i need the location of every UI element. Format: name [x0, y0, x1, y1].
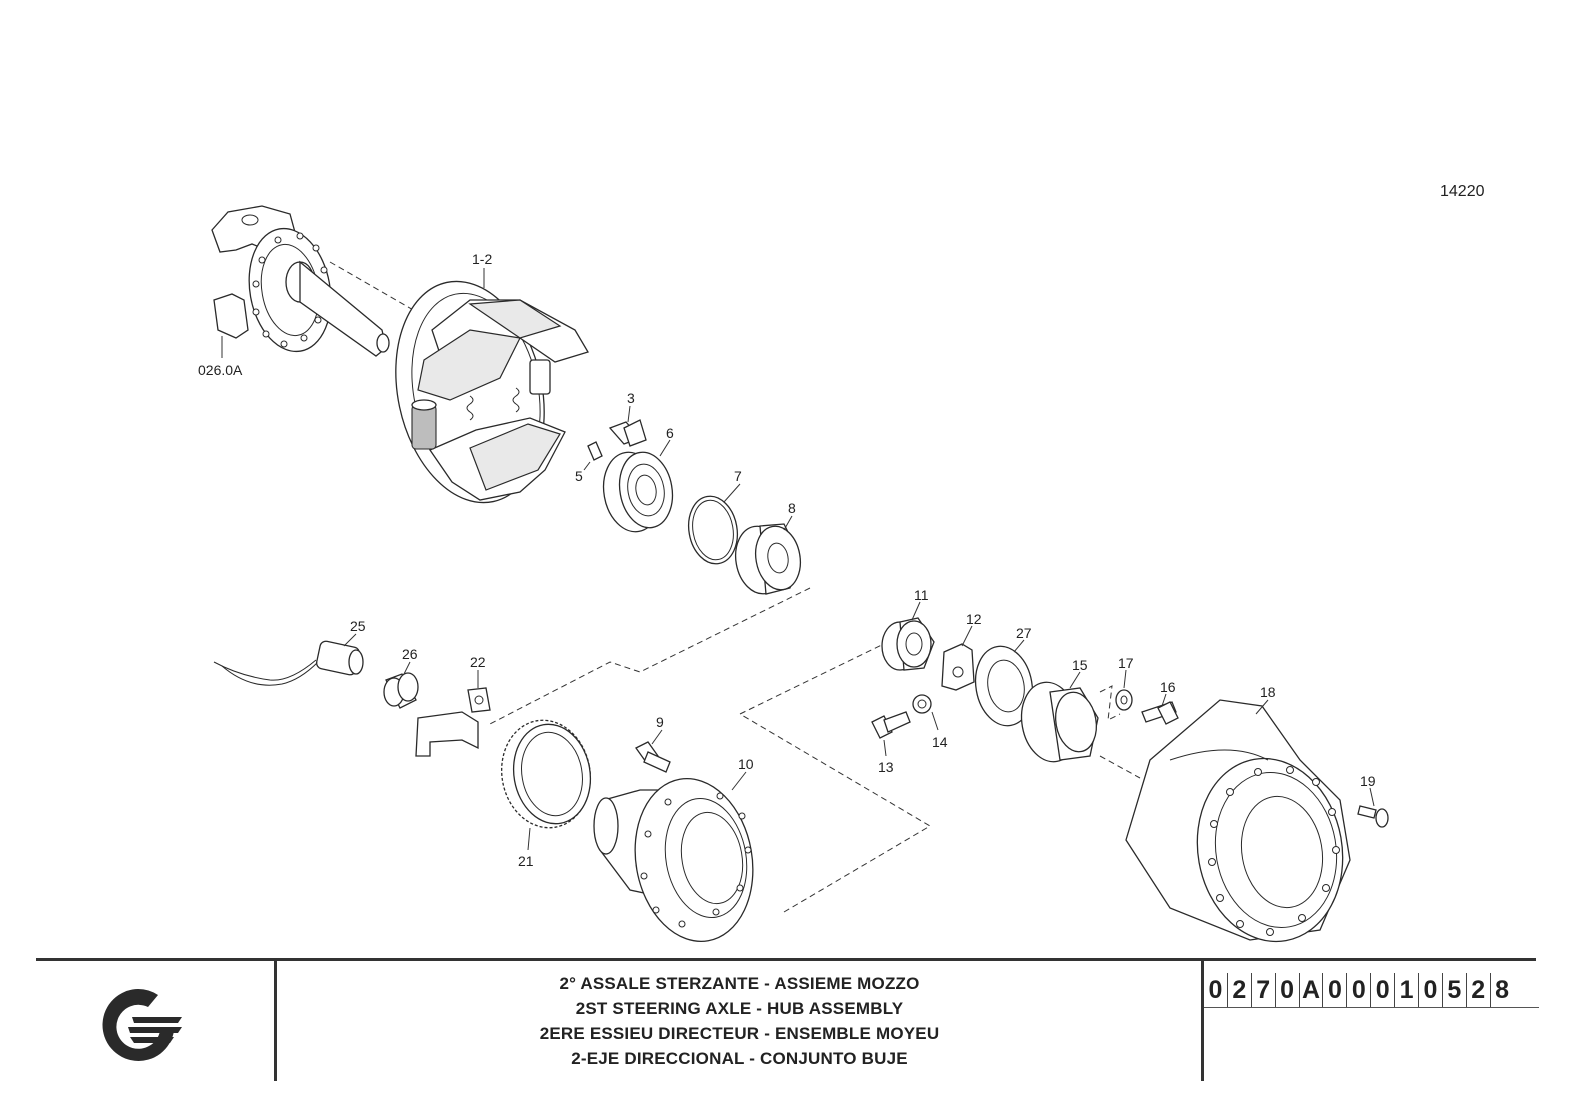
callout-026-0a: 026.0A	[198, 362, 243, 378]
title-french: 2ERE ESSIEU DIRECTEUR - ENSEMBLE MOYEU	[539, 1024, 940, 1043]
bolt-13	[871, 711, 911, 757]
callout-3: 3	[627, 390, 635, 406]
code-char: 0	[1204, 973, 1228, 1007]
ring-7	[687, 483, 741, 565]
code-char: 5	[1443, 973, 1467, 1007]
callout-9: 10	[738, 756, 754, 772]
code-char: 0	[1347, 973, 1372, 1007]
sensor-25	[213, 633, 364, 686]
code-char: 2	[1228, 973, 1252, 1007]
callout-8: 8	[788, 500, 796, 516]
hub-9	[593, 771, 754, 943]
code-char: 1	[1395, 973, 1420, 1007]
code-char: A	[1300, 973, 1324, 1007]
callout-27: 27	[1016, 625, 1032, 641]
washer-17	[1115, 669, 1133, 711]
callout-21: 21	[518, 853, 534, 869]
callout-19: 19	[1360, 773, 1376, 789]
washer-27	[974, 639, 1034, 727]
title-spanish: 2-EJE DIRECCIONAL - CONJUNTO BUJE	[571, 1049, 908, 1068]
callout-15: 15	[1072, 657, 1088, 673]
nut-12	[941, 625, 975, 691]
callout-25: 25	[350, 618, 366, 634]
stud-10	[635, 729, 671, 773]
brand-logo-icon	[102, 988, 182, 1061]
flange-15	[1020, 671, 1099, 763]
callout-6: 6	[666, 425, 674, 441]
sleeve-26	[383, 661, 419, 709]
callout-14: 14	[932, 734, 948, 750]
drawing-code-cell: 0 2 7 0 A 0 0 0 1 0 5 2 8	[1201, 961, 1539, 1081]
bracket-22	[415, 670, 491, 757]
pin-5	[583, 441, 603, 471]
callout-26: 26	[402, 646, 418, 662]
code-char: 8	[1495, 975, 1510, 1004]
steering-knuckle	[211, 205, 390, 358]
exploded-parts-diagram: 14220 026.0A 1-2	[198, 183, 1485, 943]
code-char: 2	[1467, 973, 1491, 1007]
callout-5: 5	[575, 468, 583, 484]
bearing-8	[734, 515, 802, 595]
callout-18: 18	[1260, 684, 1276, 700]
callout-11: 11	[914, 587, 929, 603]
reference-number: 14220	[1440, 183, 1485, 200]
callout-16: 16	[1160, 679, 1176, 695]
title-english: 2ST STEERING AXLE - HUB ASSEMBLY	[575, 999, 904, 1018]
callout-12: 12	[966, 611, 982, 627]
title-cell: 2° ASSALE STERZANTE - ASSIEME MOZZO 2ST …	[277, 961, 1202, 1081]
bearing-6	[602, 439, 674, 533]
code-char: 0	[1323, 973, 1348, 1007]
drawing-code: 0 2 7 0 A 0 0 0 1 0 5 2 8	[1204, 973, 1539, 1008]
bolt-3	[608, 405, 647, 447]
callout-22: 22	[470, 654, 486, 670]
brake-assembly	[395, 268, 589, 504]
code-char: 7	[1252, 973, 1276, 1007]
nut-14	[912, 694, 939, 731]
bearing-11	[881, 601, 935, 671]
callout-7: 7	[734, 468, 742, 484]
callout-13: 13	[878, 759, 894, 775]
code-char: 0	[1419, 973, 1443, 1007]
code-char: 0	[1276, 973, 1300, 1007]
callout-1-2: 1-2	[472, 251, 492, 267]
logo-cell	[36, 961, 277, 1081]
bolt-16	[1141, 693, 1179, 725]
screw-19	[1357, 787, 1389, 828]
brake-drum-18	[1125, 699, 1351, 943]
callout-10: 9	[656, 714, 664, 730]
callout-17: 17	[1118, 655, 1134, 671]
title-block: 2° ASSALE STERZANTE - ASSIEME MOZZO 2ST …	[36, 958, 1539, 1081]
code-char: 0	[1371, 973, 1396, 1007]
tone-ring-21	[501, 719, 592, 851]
title-italian: 2° ASSALE STERZANTE - ASSIEME MOZZO	[559, 974, 920, 993]
